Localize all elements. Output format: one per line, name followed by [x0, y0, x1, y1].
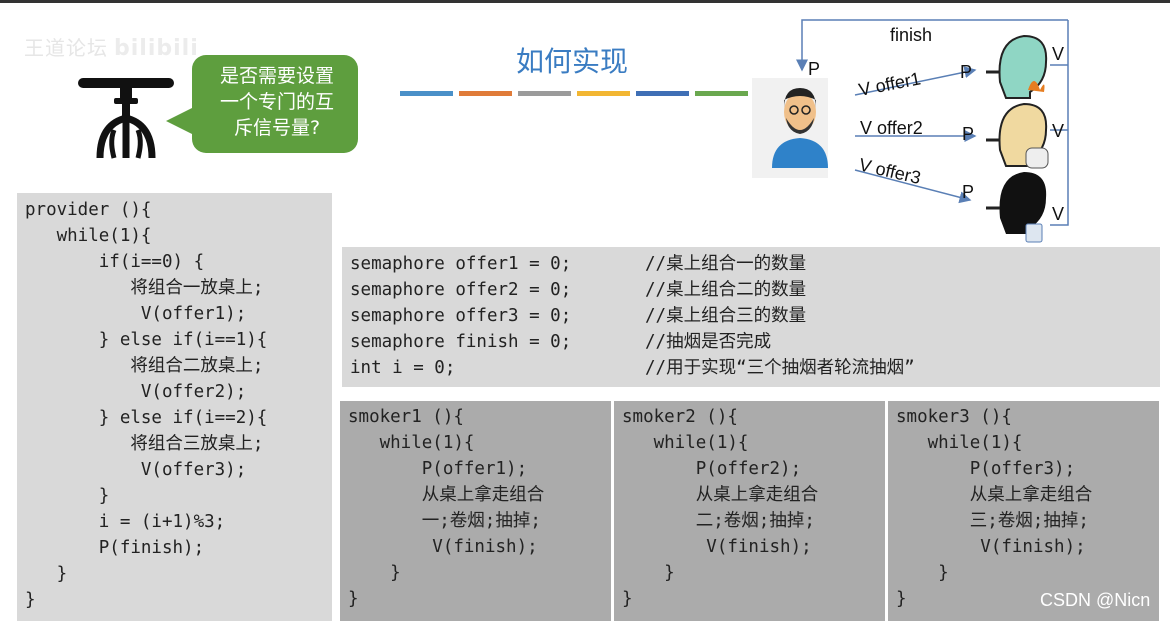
code-line: 从桌上拿走组合 — [622, 485, 819, 505]
code-line: V(finish); — [622, 537, 812, 557]
smoker2-head-icon — [986, 102, 1049, 169]
code-line: semaphore offer3 = 0; //桌上组合三的数量 — [350, 306, 807, 326]
code-line: while(1){ — [25, 226, 152, 246]
bilibili-logo: bilibili — [114, 36, 199, 61]
arrow3-p: P — [962, 182, 974, 202]
smoker2-v: V — [1052, 121, 1064, 141]
smoker3-v: V — [1052, 204, 1064, 224]
code-line: smoker3 (){ — [896, 407, 1012, 427]
arrow1-label: V offer1 — [857, 68, 922, 100]
finish-label: finish — [890, 25, 932, 45]
code-line: } — [896, 589, 907, 609]
smoker3-code-panel: smoker3 (){ while(1){ P(offer3); 从桌上拿走组合… — [888, 401, 1159, 621]
finish-line-right — [1050, 20, 1069, 226]
watermark-text: 王道论坛 — [24, 36, 108, 60]
code-line: } — [348, 563, 401, 583]
provider-code-panel: provider (){ while(1){ if(i==0) { 将组合一放桌… — [17, 193, 332, 621]
code-line: semaphore offer1 = 0; //桌上组合一的数量 — [350, 254, 807, 274]
code-line: } — [25, 486, 110, 506]
code-line: int i = 0; //用于实现“三个抽烟者轮流抽烟” — [350, 358, 915, 378]
code-line: 将组合二放桌上; — [25, 356, 264, 376]
smoker1-head-icon — [986, 34, 1048, 99]
csdn-watermark: CSDN @Nicn — [1040, 590, 1151, 610]
code-line: } — [622, 589, 633, 609]
code-line: } — [25, 590, 36, 610]
speech-bubble: 是否需要设置 一个专门的互 斥信号量? — [166, 55, 358, 153]
bubble-line: 一个专门的互 — [219, 91, 334, 113]
code-line: while(1){ — [896, 433, 1023, 453]
offer3-arrow — [854, 169, 972, 204]
code-line: 三;卷烟;抽掉; — [896, 511, 1089, 531]
color-bar-segment — [459, 91, 512, 96]
provider-person-icon — [752, 78, 828, 178]
arrow2-label: V offer2 — [860, 118, 923, 138]
bubble-line: 斥信号量? — [233, 117, 321, 139]
code-line: 从桌上拿走组合 — [896, 485, 1093, 505]
code-line: } — [622, 563, 675, 583]
code-line: } — [25, 564, 68, 584]
code-line: 将组合三放桌上; — [25, 434, 264, 454]
finish-line-top — [796, 19, 1068, 72]
code-line: i = (i+1)%3; — [25, 512, 226, 532]
top-border-line — [0, 0, 1170, 3]
code-line: P(offer2); — [622, 459, 802, 479]
color-bar-segment — [518, 91, 571, 96]
code-line: if(i==0) { — [25, 252, 205, 272]
code-line: smoker1 (){ — [348, 407, 464, 427]
code-line: P(offer3); — [896, 459, 1076, 479]
code-line: V(offer1); — [25, 304, 247, 324]
smoker2-code-panel: smoker2 (){ while(1){ P(offer2); 从桌上拿走组合… — [614, 401, 885, 621]
color-bar-segment — [400, 91, 453, 96]
arrow1-p: P — [960, 62, 972, 82]
code-line: } else if(i==1){ — [25, 330, 268, 350]
code-line: 从桌上拿走组合 — [348, 485, 545, 505]
smoker1-code-panel: smoker1 (){ while(1){ P(offer1); 从桌上拿走组合… — [340, 401, 611, 621]
code-line: V(finish); — [348, 537, 538, 557]
code-line: while(1){ — [622, 433, 749, 453]
color-bar-segment — [695, 91, 748, 96]
code-line: while(1){ — [348, 433, 475, 453]
code-line: 将组合一放桌上; — [25, 278, 264, 298]
smoker3-head-icon — [986, 172, 1047, 243]
arrow2-p: P — [962, 124, 974, 144]
code-line: semaphore finish = 0; //抽烟是否完成 — [350, 332, 772, 352]
code-line: V(offer3); — [25, 460, 247, 480]
producer-consumer-diagram: finish P V offer1 P V V offer2 P V V off… — [752, 19, 1069, 243]
code-line: 一;卷烟;抽掉; — [348, 511, 541, 531]
provider-p-label: P — [808, 59, 820, 79]
color-bar-segment — [636, 91, 689, 96]
code-line: semaphore offer2 = 0; //桌上组合二的数量 — [350, 280, 807, 300]
bubble-line: 是否需要设置 — [219, 65, 334, 87]
code-line: 二;卷烟;抽掉; — [622, 511, 815, 531]
offer1-arrow — [854, 66, 977, 96]
code-line: smoker2 (){ — [622, 407, 738, 427]
code-line: V(offer2); — [25, 382, 247, 402]
code-line: } — [896, 563, 949, 583]
code-line: } else if(i==2){ — [25, 408, 268, 428]
smoker1-v: V — [1052, 44, 1064, 64]
code-line: } — [348, 589, 359, 609]
code-line: provider (){ — [25, 200, 152, 220]
semaphore-declarations-panel: semaphore offer1 = 0; //桌上组合一的数量 semaphor… — [342, 247, 1160, 387]
page-title: 如何实现 — [516, 45, 629, 78]
color-bar-segment — [577, 91, 630, 96]
code-line: P(finish); — [25, 538, 205, 558]
code-line: V(finish); — [896, 537, 1086, 557]
code-line: P(offer1); — [348, 459, 528, 479]
table-icon — [78, 78, 174, 159]
arrow3-label: V offer3 — [857, 154, 923, 188]
